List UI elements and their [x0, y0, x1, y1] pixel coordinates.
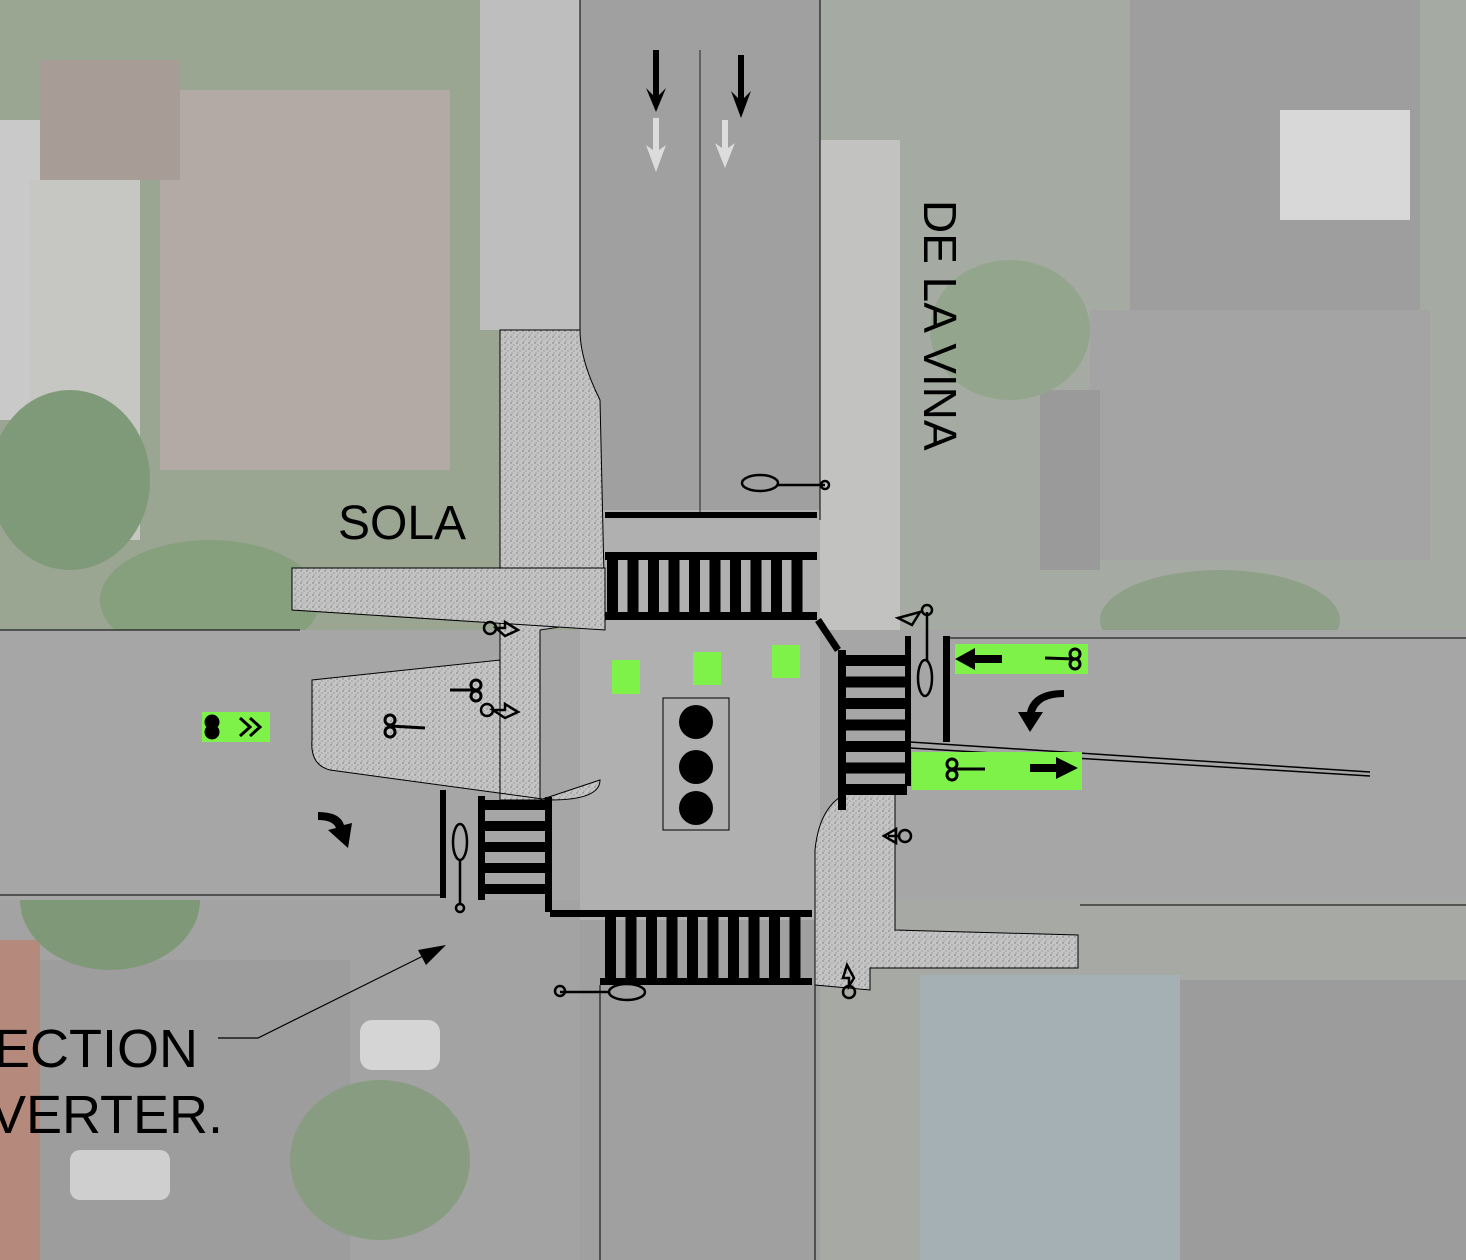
pedestrian-signal-icon — [451, 473, 934, 1002]
crosswalk-bar — [607, 556, 618, 618]
arrow-right-icon — [1030, 757, 1078, 779]
traffic-signal-icon — [662, 697, 730, 831]
crosswalk-north — [605, 512, 817, 620]
crosswalk-bar — [771, 556, 782, 618]
crosswalk-east — [815, 618, 950, 810]
crosswalk-bar — [789, 912, 801, 982]
curb-extensions — [291, 329, 1079, 991]
crosswalk-bar — [687, 912, 698, 982]
crosswalk-bar — [842, 655, 907, 666]
callout-leader — [218, 945, 446, 1039]
callout-text-line1: ECTION — [0, 1019, 199, 1079]
crosswalk-bar — [750, 556, 762, 618]
street-label-sola: SOLA — [338, 497, 467, 550]
bicycle-icon — [204, 647, 1082, 782]
crosswalk-bar — [842, 719, 907, 731]
arrow-down-icon — [646, 50, 751, 172]
crosswalk-bar — [769, 912, 780, 982]
crosswalk-bar — [625, 912, 637, 982]
crosswalk-bar — [730, 556, 741, 618]
crosswalk-bar — [480, 842, 548, 852]
crosswalk-bar — [842, 676, 907, 688]
crosswalk-bar — [480, 800, 548, 810]
crosswalk-bar — [648, 556, 659, 618]
crosswalk-bar — [480, 884, 548, 894]
crosswalk-bar — [668, 556, 680, 618]
crosswalk-bar — [728, 912, 739, 982]
crosswalk-bar — [480, 863, 548, 873]
street-label-de-la-vina: DE LA VINA — [914, 200, 966, 451]
crosswalk-bar — [627, 556, 639, 618]
crosswalk-bar — [707, 912, 719, 982]
crosswalk-west — [440, 790, 552, 912]
crosswalk-bar — [842, 784, 907, 795]
right-turn-arrow-icon — [318, 812, 352, 848]
crosswalk-bar — [748, 912, 760, 982]
crosswalk-bar — [689, 556, 700, 618]
crosswalk-bar — [791, 556, 803, 618]
crosswalk-south — [550, 910, 812, 985]
crosswalk-bar — [605, 912, 616, 982]
callout-text-line2: VERTER. — [0, 1085, 224, 1145]
crosswalk-bar — [842, 762, 907, 774]
crosswalk-bar — [842, 741, 907, 752]
crosswalk-bar — [666, 912, 678, 982]
left-turn-arrow-icon — [1018, 690, 1064, 732]
arrow-left-icon — [955, 648, 1002, 670]
crosswalk-bar — [480, 821, 548, 831]
crosswalk-bar — [646, 912, 657, 982]
crosswalk-bar — [842, 698, 907, 709]
crosswalk-bar — [709, 556, 721, 618]
